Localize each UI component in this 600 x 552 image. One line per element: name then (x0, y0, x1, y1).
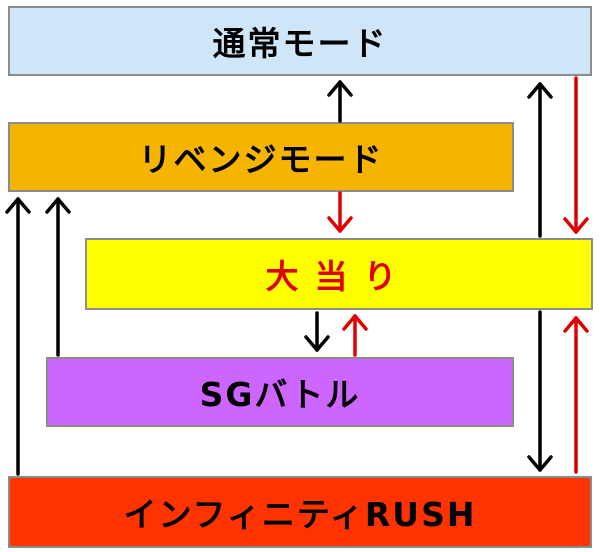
infinity-rush-label: インフィニティRUSH (123, 495, 477, 534)
arrow-jackpot-to-rush (527, 310, 553, 472)
arrow-normal-to-jackpot (563, 76, 589, 234)
arrow-jackpot-to-battle (304, 311, 330, 352)
arrow-rush-to-jackpot (563, 316, 589, 474)
revenge-mode-label: リベンジモード (138, 140, 384, 179)
arrow-rush-to-revenge-left (5, 197, 31, 476)
sg-battle-label: SGバトル (199, 375, 361, 414)
jackpot-box: 大当り (85, 238, 593, 310)
revenge-mode-box: リベンジモード (8, 122, 514, 192)
sg-battle-box: SGバトル (46, 357, 514, 427)
arrow-revenge-to-jackpot (327, 191, 353, 233)
arrow-battle-to-jackpot (342, 314, 368, 357)
arrow-battle-to-revenge (45, 197, 71, 357)
normal-mode-box: 通常モード (8, 6, 592, 76)
jackpot-label: 大当り (265, 257, 413, 296)
infinity-rush-box: インフィニティRUSH (8, 476, 592, 548)
normal-mode-label: 通常モード (212, 24, 388, 63)
arrow-revenge-to-normal (327, 80, 353, 123)
arrow-normal-jackpot-bidirectional (527, 82, 553, 238)
